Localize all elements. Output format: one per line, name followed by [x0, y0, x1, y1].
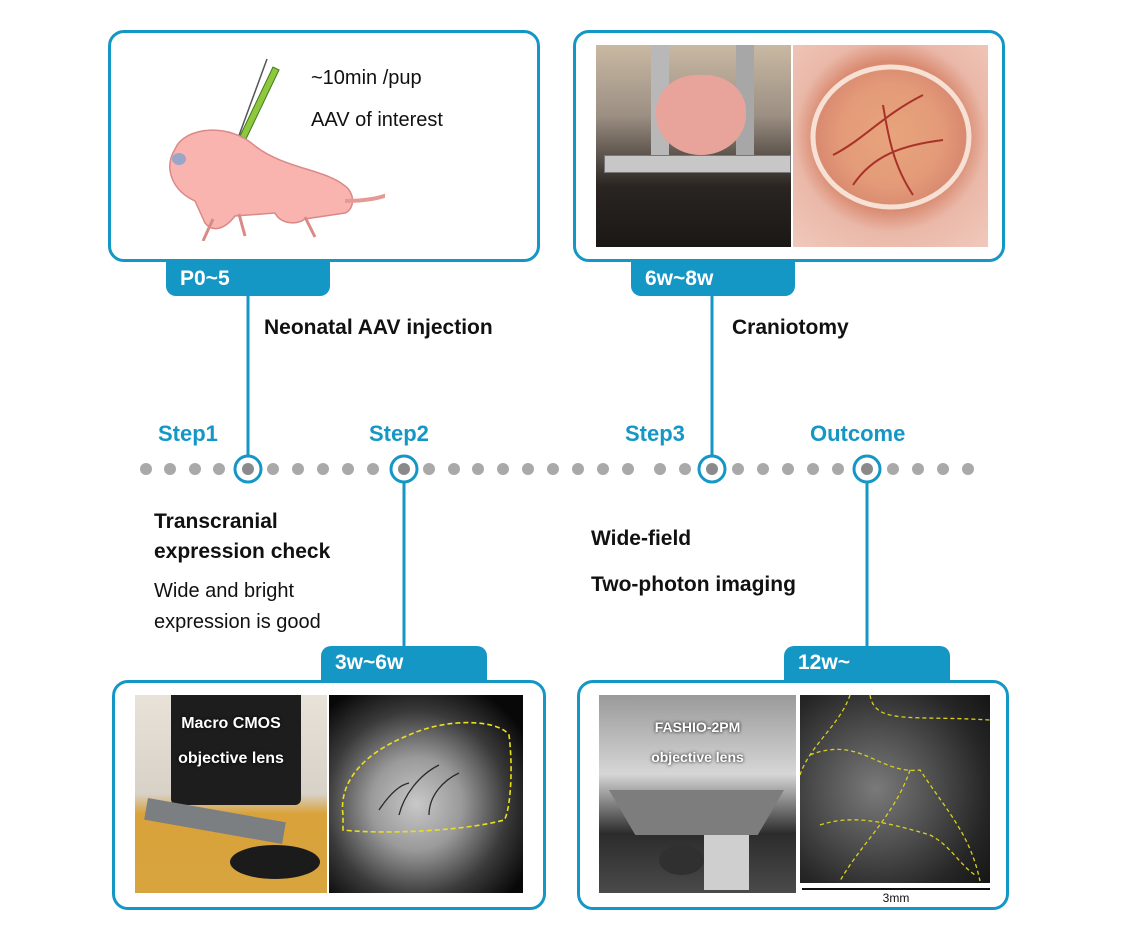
step1-label[interactable]: Step1 — [158, 421, 218, 446]
outcome-line1: Wide-field — [591, 527, 692, 550]
expression-overlay-line2: objective lens — [178, 750, 284, 767]
injection-reagent: AAV of interest — [311, 109, 443, 131]
imaging-scale-bar-line — [802, 888, 990, 890]
imaging-scale-bar-label: 3mm — [882, 891, 910, 905]
imaging-overlay-line1: FASHIO-2PM — [654, 719, 741, 735]
panel-injection: ~10min /pup AAV of interest — [108, 30, 540, 262]
expression-photo-setup: Macro CMOS objective lens — [135, 695, 327, 893]
craniotomy-photo-stereotax — [596, 45, 791, 247]
step1-description: Neonatal AAV injection — [264, 316, 493, 339]
step2-label[interactable]: Step2 — [369, 421, 429, 446]
outcome-label[interactable]: Outcome — [810, 421, 906, 446]
step2-title-line1: Transcranial — [154, 510, 278, 533]
time-label-6w-8w: 6w~8w — [631, 262, 795, 296]
step3-description: Craniotomy — [732, 316, 849, 339]
expression-photo-fluorescence — [329, 695, 523, 893]
panel-imaging: FASHIO-2PM objective lens 3mm — [577, 680, 1009, 910]
imaging-overlay-line2: objective lens — [651, 749, 744, 765]
imaging-photo-two-photon — [800, 695, 990, 883]
step2-title-line2: expression check — [154, 540, 331, 563]
panel-craniotomy — [573, 30, 1005, 262]
imaging-photo-setup: FASHIO-2PM objective lens — [599, 695, 796, 893]
step2-note-line2: expression is good — [154, 611, 321, 633]
craniotomy-photo-window — [793, 45, 988, 247]
step3-label[interactable]: Step3 — [625, 421, 685, 446]
time-label-p0-5: P0~5 — [166, 262, 330, 296]
time-label-12w: 12w~ — [784, 646, 950, 680]
mouse-pup-icon — [169, 58, 385, 241]
injection-duration: ~10min /pup — [311, 67, 422, 89]
panel-expression: Macro CMOS objective lens — [112, 680, 546, 910]
timeline-dots — [140, 463, 974, 475]
outcome-line2: Two-photon imaging — [591, 573, 796, 596]
step2-note-line1: Wide and bright — [154, 580, 295, 602]
syringe-needle-icon — [236, 58, 280, 142]
expression-overlay-line1: Macro CMOS — [181, 715, 281, 732]
time-label-3w-6w: 3w~6w — [321, 646, 487, 680]
